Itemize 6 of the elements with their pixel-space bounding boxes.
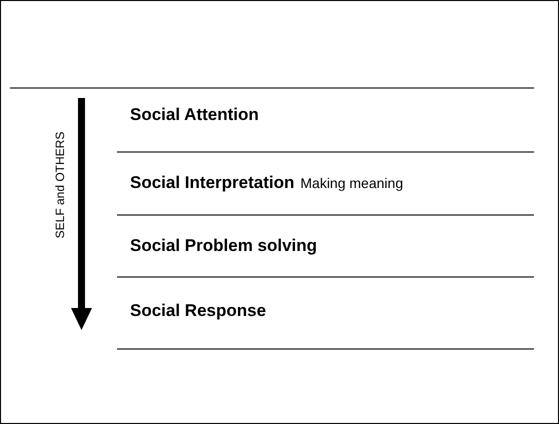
- row-heading: Social Interpretation: [130, 173, 294, 193]
- row-heading: Social Response: [130, 301, 266, 321]
- row-heading: Social Problem solving: [130, 236, 318, 256]
- row-heading: Social Attention: [130, 105, 259, 125]
- axis-label: SELF and OTHERS: [53, 132, 67, 238]
- row-description: Making meaning: [300, 175, 404, 191]
